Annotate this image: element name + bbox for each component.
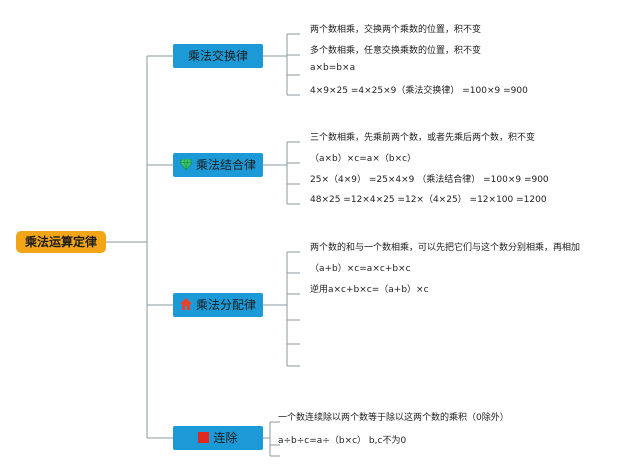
branch-label: 乘法结合律 (195, 158, 256, 172)
branch-label: 乘法分配律 (195, 298, 256, 312)
leaf-text[interactable]: （a+b）×c=a×c+b×c (310, 264, 411, 274)
branch-associative[interactable]: 乘法结合律 (173, 153, 263, 177)
root-node[interactable]: 乘法运算定律 (16, 231, 106, 253)
leaf-text[interactable]: a×b=b×a (310, 63, 356, 73)
leaf-text[interactable]: 4×9×25 =4×25×9（乘法交换律） =100×9 =900 (310, 86, 528, 96)
leaf-text[interactable]: a÷b÷c=a÷（b×c） b,c不为0 (278, 436, 407, 446)
leaf-text[interactable]: 25×（4×9） =25×4×9 （乘法结合律） =100×9 =900 (310, 175, 549, 185)
leaf-text[interactable]: 三个数相乘，先乘前两个数，或者先乘后两个数，积不变 (310, 133, 536, 143)
leaf-text[interactable]: 48×25 =12×4×25 =12×（4×25） =12×100 =1200 (310, 195, 547, 205)
leaf-text[interactable]: 逆用a×c+b×c=（a+b）×c (310, 285, 429, 295)
branch-consecutive-division[interactable]: 连除 (173, 426, 263, 450)
branch-label: 乘法交换律 (187, 49, 248, 63)
branch-label: 连除 (213, 431, 238, 445)
leaf-text[interactable]: 多个数相乘，任意交换乘数的位置，积不变 (310, 46, 482, 56)
house-icon (179, 294, 192, 318)
leaf-text[interactable]: 一个数连续除以两个数等于除以这两个数的乘积（0除外） (278, 413, 509, 423)
leaf-text[interactable]: 两个数相乘，交换两个乘数的位置，积不变 (310, 25, 482, 35)
gem-icon (179, 154, 193, 178)
branch-distributive[interactable]: 乘法分配律 (173, 293, 263, 317)
leaf-text[interactable]: 两个数的和与一个数相乘，可以先把它们与这个数分别相乘，再相加 (310, 243, 581, 253)
red-square-icon (198, 427, 210, 451)
leaf-text[interactable]: （a×b）×c=a×（b×c） (310, 154, 417, 164)
branch-commutative[interactable]: 乘法交换律 (173, 44, 263, 68)
